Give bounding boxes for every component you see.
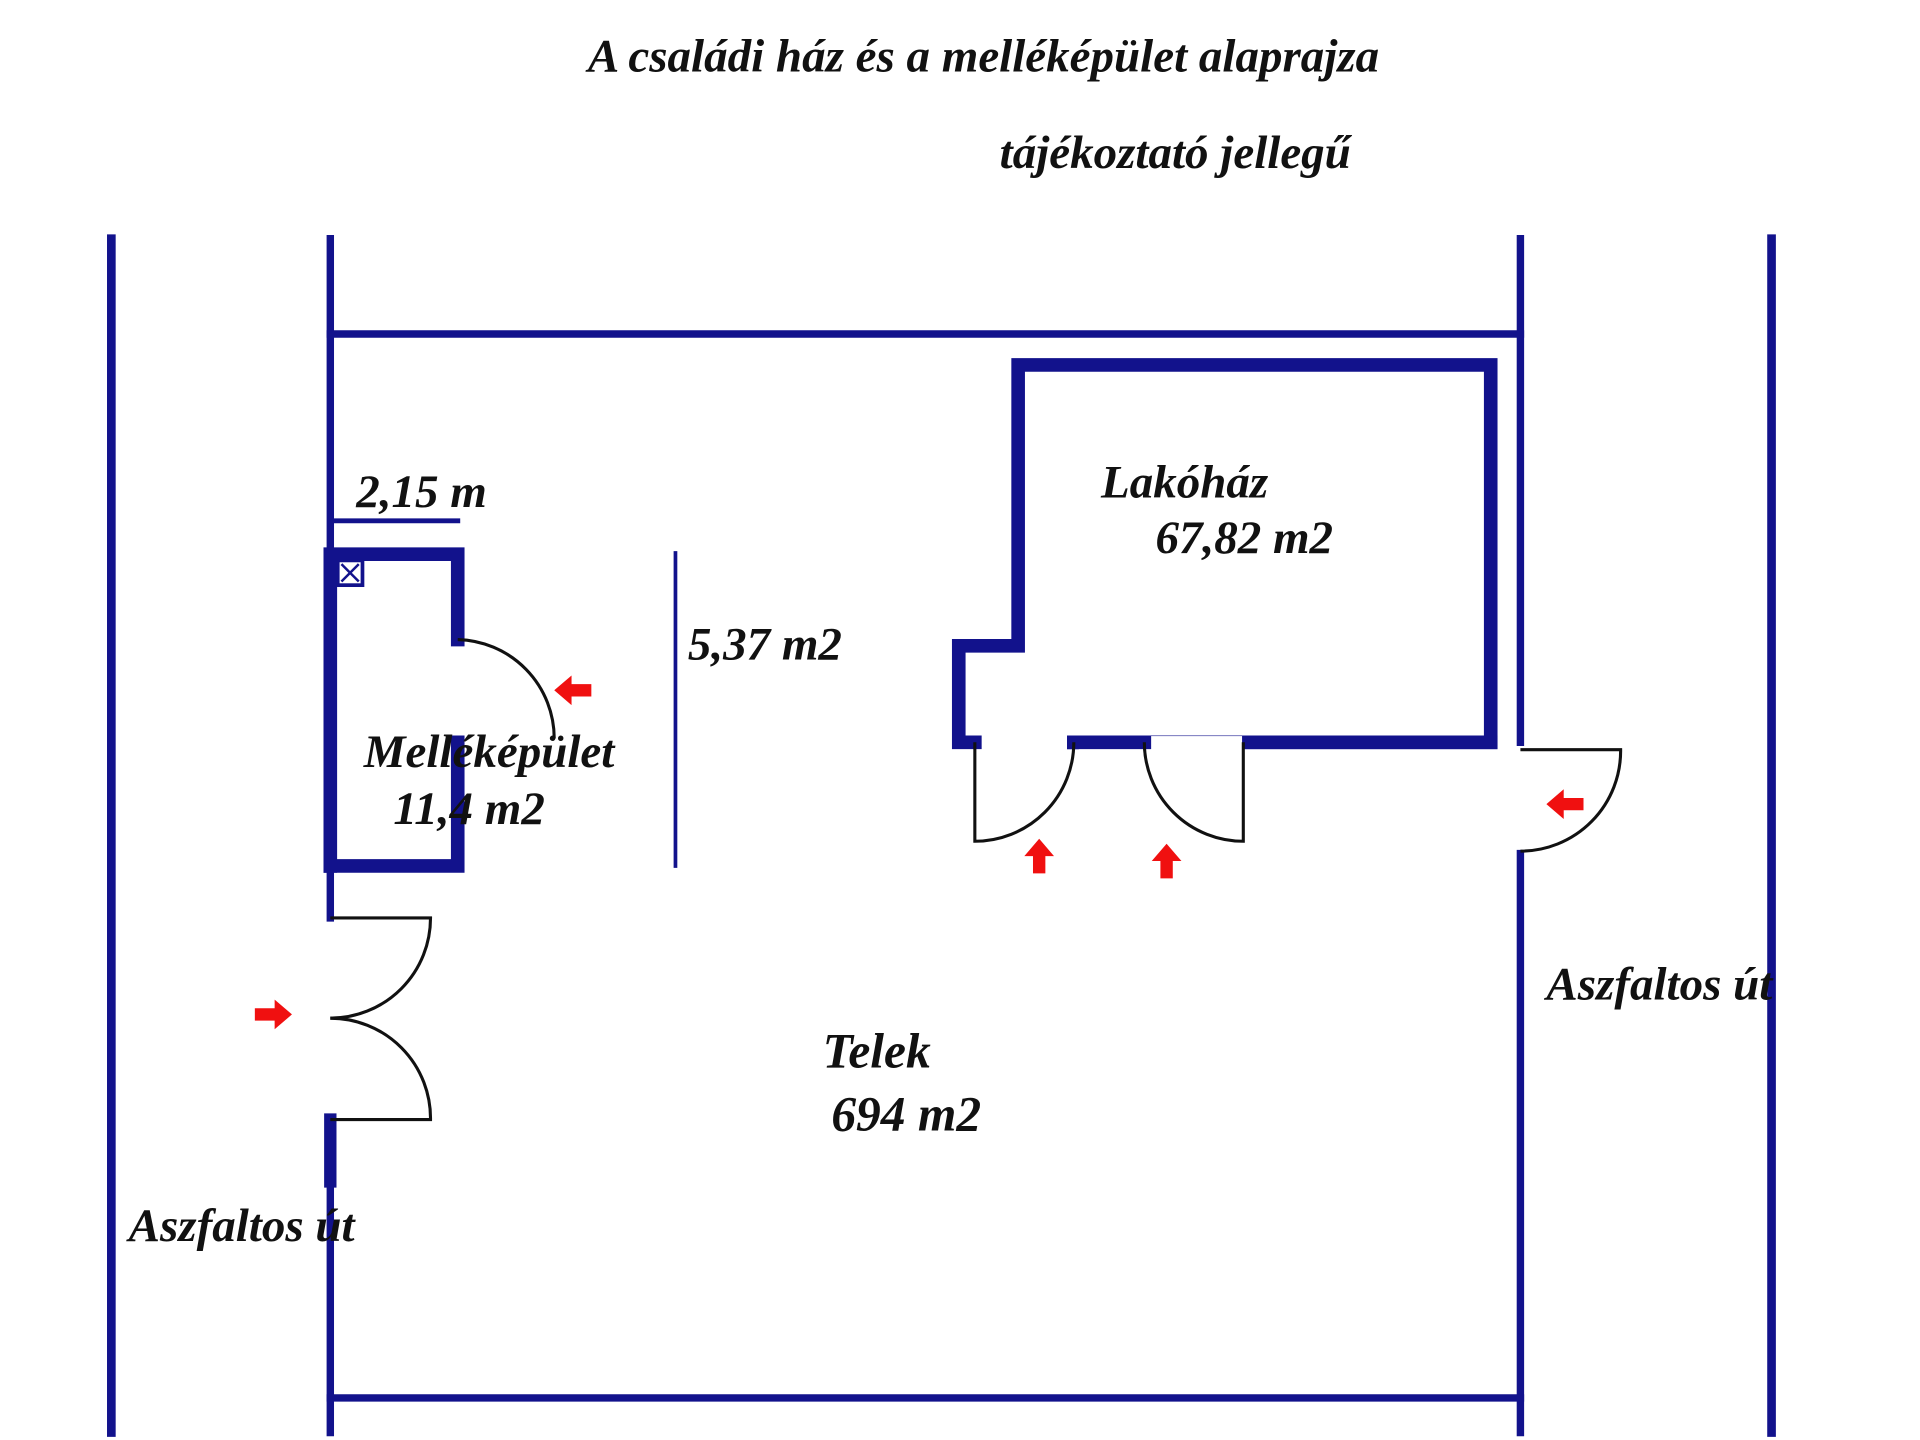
outbuilding-name-label: Melléképület — [363, 726, 617, 778]
arrow-up-icon — [1024, 838, 1055, 874]
plan-subtitle: tájékoztató jellegű — [1000, 127, 1353, 179]
left-gate — [330, 916, 433, 1122]
road-right-label: Aszfaltos út — [1543, 959, 1774, 1011]
right-gate — [1520, 748, 1623, 853]
plot-boundary — [324, 235, 1525, 1437]
road-lines — [107, 234, 1776, 1437]
arrow-up-icon — [1151, 843, 1182, 879]
outbuilding-door — [457, 638, 556, 739]
dimension-label: 2,15 m — [355, 466, 487, 518]
house-name-label: Lakóház — [1100, 456, 1269, 508]
entry-arrows — [254, 675, 1584, 1030]
outbuilding-walls — [323, 547, 465, 873]
house-doors — [973, 742, 1245, 843]
plan-title: A családi ház és a melléképület alaprajz… — [585, 31, 1379, 83]
arrow-right-icon — [254, 999, 292, 1030]
road-left-label: Aszfaltos út — [126, 1200, 357, 1252]
house-area-label: 67,82 m2 — [1155, 512, 1333, 564]
plot-name-label: Telek — [823, 1024, 931, 1079]
arrow-left-icon — [1546, 789, 1584, 819]
plot-area-label: 694 m2 — [831, 1087, 981, 1142]
arrow-left-icon — [554, 675, 592, 706]
outbuilding-area-label: 11,4 m2 — [393, 783, 544, 835]
yard-area-label: 5,37 m2 — [688, 618, 842, 670]
